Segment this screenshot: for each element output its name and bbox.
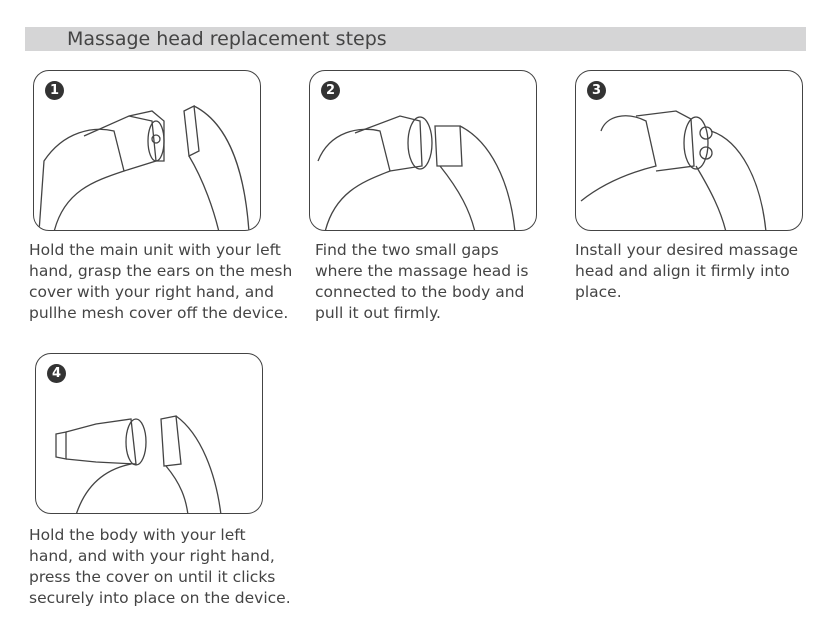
step-4-text: Hold the body with your left hand, and w… bbox=[29, 526, 291, 607]
step-number-badge: 1 bbox=[45, 81, 64, 100]
step-1-illustration: 1 bbox=[33, 70, 261, 231]
step-3-text: Install your desired massage head and al… bbox=[575, 241, 799, 301]
hand-device-drawing bbox=[38, 105, 250, 230]
step-4-illustration: 4 bbox=[35, 353, 263, 514]
step-2-text: Find the two small gaps where the massag… bbox=[315, 241, 529, 322]
hand-device-drawing bbox=[317, 115, 516, 230]
step-1-text: Hold the main unit with your left hand, … bbox=[29, 241, 293, 322]
step-3-illustration: 3 bbox=[575, 70, 803, 231]
hand-device-drawing bbox=[55, 415, 222, 513]
step-number-badge: 3 bbox=[587, 81, 606, 100]
step-2-illustration: 2 bbox=[309, 70, 537, 231]
section-title: Massage head replacement steps bbox=[67, 28, 387, 50]
step-number-badge: 2 bbox=[321, 81, 340, 100]
step-number-badge: 4 bbox=[47, 364, 66, 383]
section-header: Massage head replacement steps bbox=[25, 27, 806, 51]
hand-device-drawing bbox=[580, 110, 767, 230]
